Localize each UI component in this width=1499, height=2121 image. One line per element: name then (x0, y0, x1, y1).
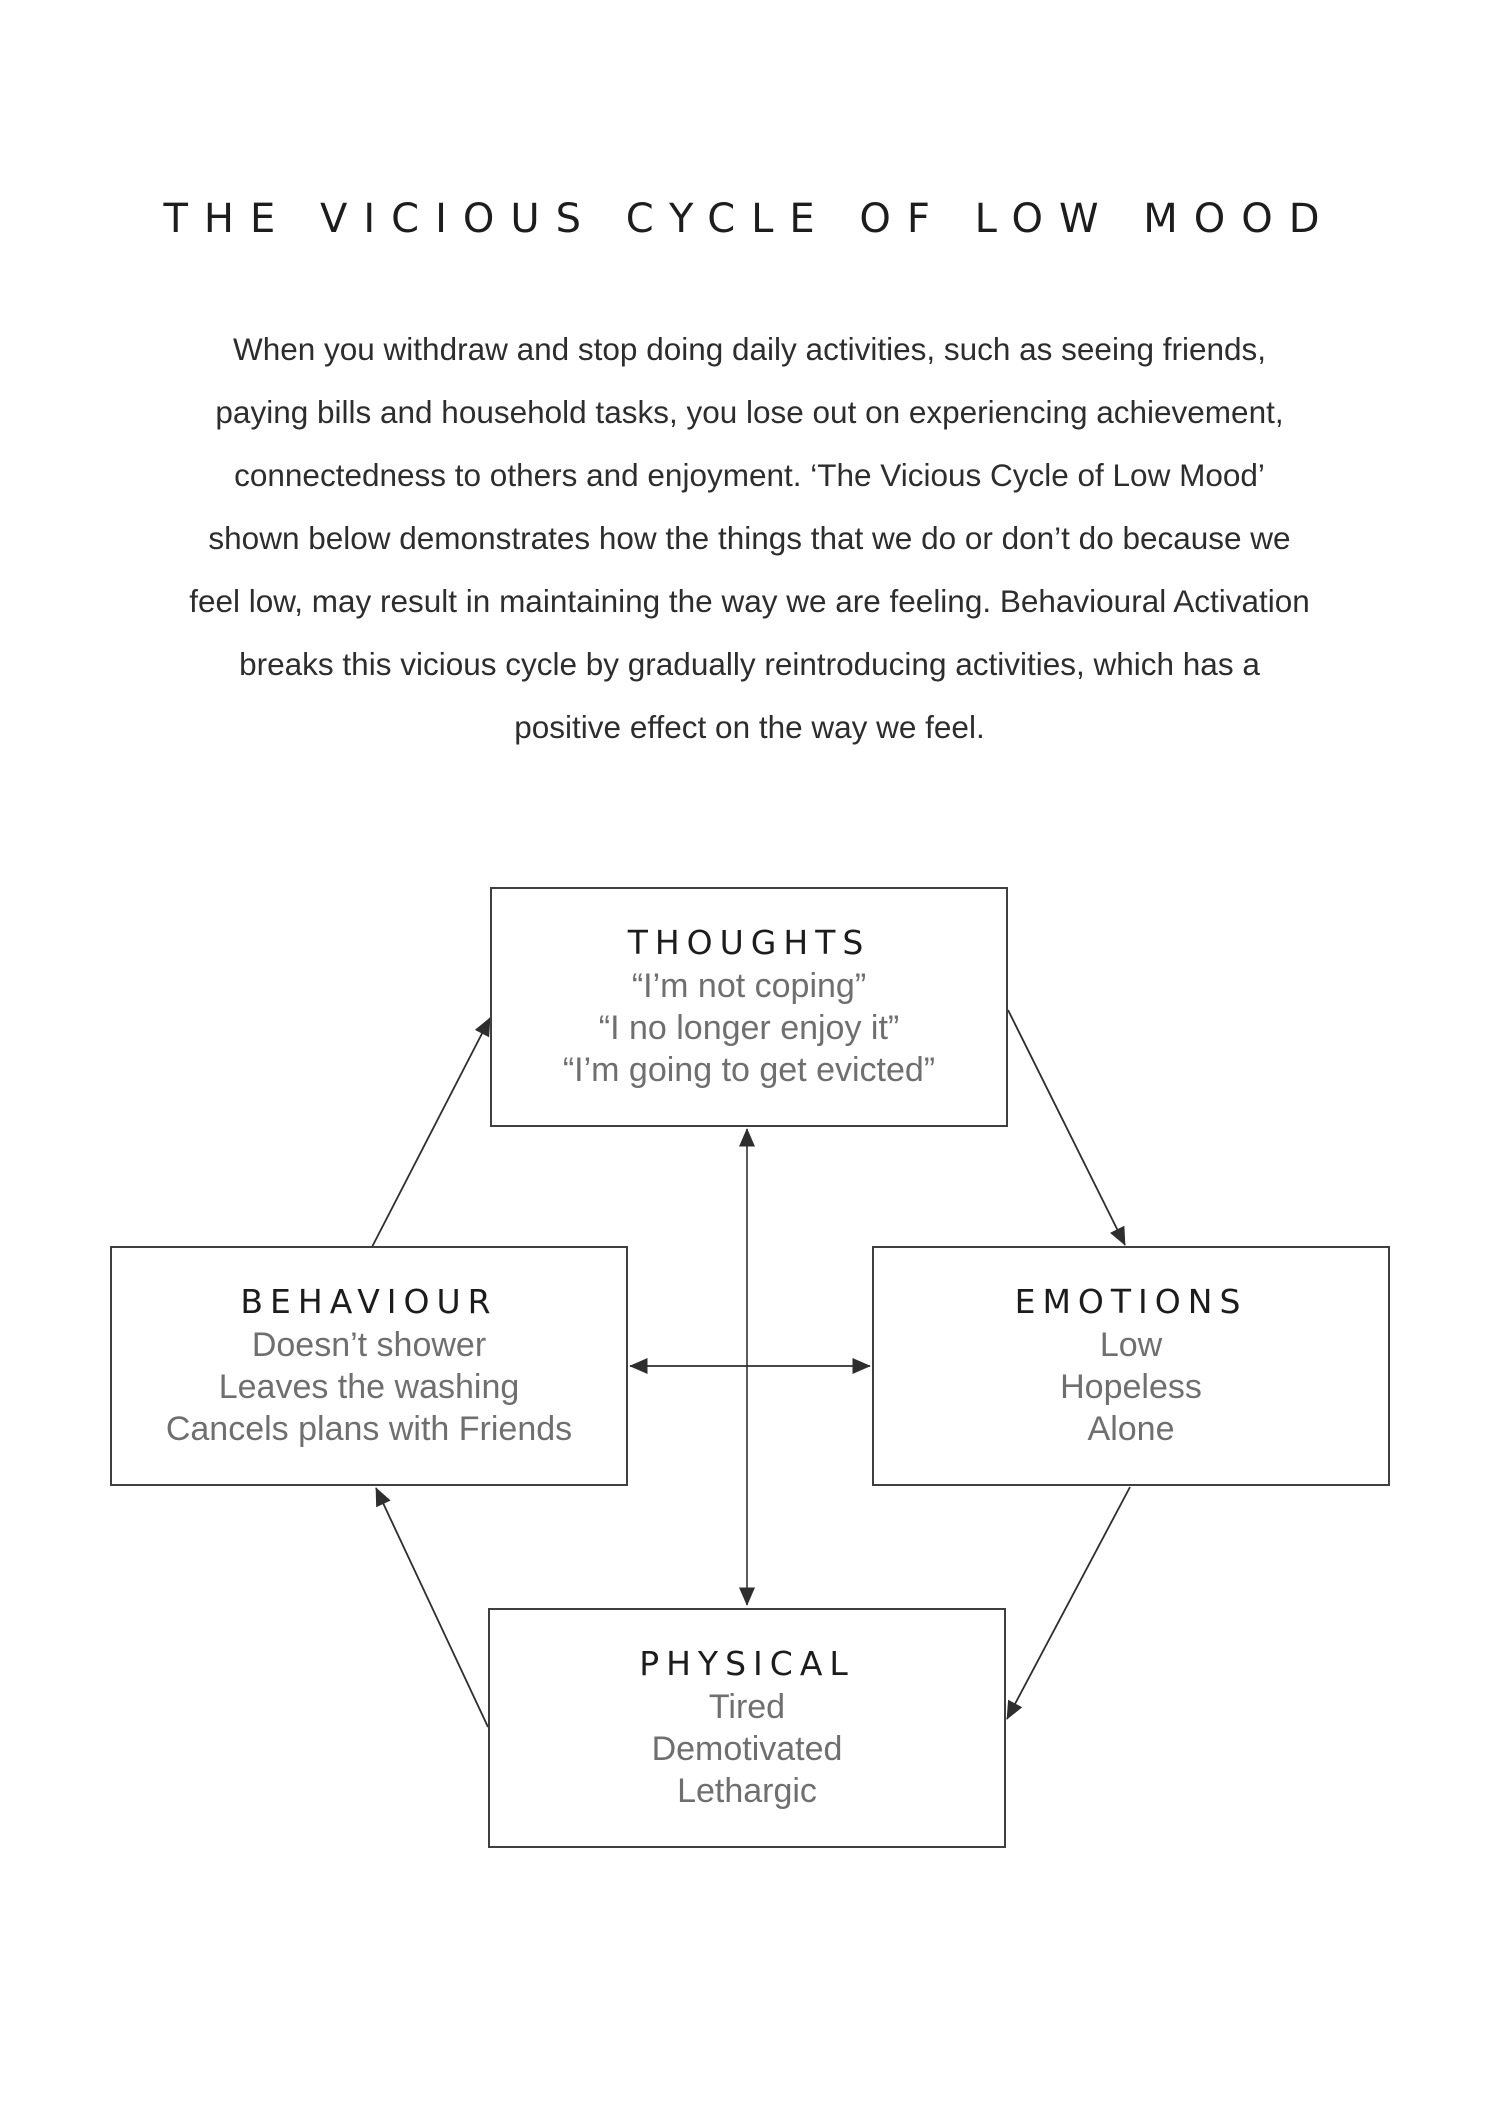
node-emotions-item: Low (1099, 1326, 1163, 1364)
node-emotions-item: Hopeless (1060, 1368, 1202, 1406)
arrow-emotions-to-physical (1006, 1486, 1131, 1720)
node-thoughts-item: “I’m going to get evicted” (562, 1051, 936, 1089)
intro-line: When you withdraw and stop doing daily a… (232, 331, 1267, 367)
node-physical-item: Demotivated (651, 1730, 843, 1768)
intro-line: breaks this vicious cycle by gradually r… (239, 646, 1260, 682)
intro-line: shown below demonstrates how the things … (208, 520, 1291, 556)
node-physical: PHYSICAL Tired Demotivated Lethargic (488, 1608, 1006, 1848)
arrow-physical-to-behaviour (375, 1487, 489, 1728)
node-thoughts-item: “I no longer enjoy it” (598, 1009, 900, 1047)
intro-line: feel low, may result in maintaining the … (189, 583, 1310, 619)
intro-line: connectedness to others and enjoyment. ‘… (234, 457, 1265, 493)
node-behaviour-title: BEHAVIOUR (240, 1282, 498, 1321)
arrow-thoughts-to-emotions (1007, 1009, 1126, 1246)
node-emotions: EMOTIONS Low Hopeless Alone (872, 1246, 1390, 1486)
intro-line: paying bills and household tasks, you lo… (215, 394, 1284, 430)
node-physical-item: Tired (708, 1688, 786, 1726)
node-emotions-title: EMOTIONS (1014, 1282, 1248, 1321)
node-behaviour-item: Doesn’t shower (251, 1326, 487, 1364)
node-behaviour-item: Leaves the washing (218, 1368, 520, 1406)
node-emotions-item: Alone (1087, 1410, 1175, 1448)
arrow-behaviour-to-thoughts (371, 1017, 491, 1248)
node-physical-title: PHYSICAL (639, 1644, 855, 1683)
node-thoughts-item: “I’m not coping” (631, 967, 867, 1005)
intro-line: positive effect on the way we feel. (514, 709, 985, 745)
intro-paragraph: When you withdraw and stop doing daily a… (0, 318, 1499, 759)
node-thoughts-title: THOUGHTS (627, 923, 871, 962)
node-behaviour-item: Cancels plans with Friends (165, 1410, 573, 1448)
page-title: THE VICIOUS CYCLE OF LOW MOOD (163, 196, 1336, 242)
node-thoughts: THOUGHTS “I’m not coping” “I no longer e… (490, 887, 1008, 1127)
node-physical-item: Lethargic (677, 1772, 817, 1810)
node-behaviour: BEHAVIOUR Doesn’t shower Leaves the wash… (110, 1246, 628, 1486)
